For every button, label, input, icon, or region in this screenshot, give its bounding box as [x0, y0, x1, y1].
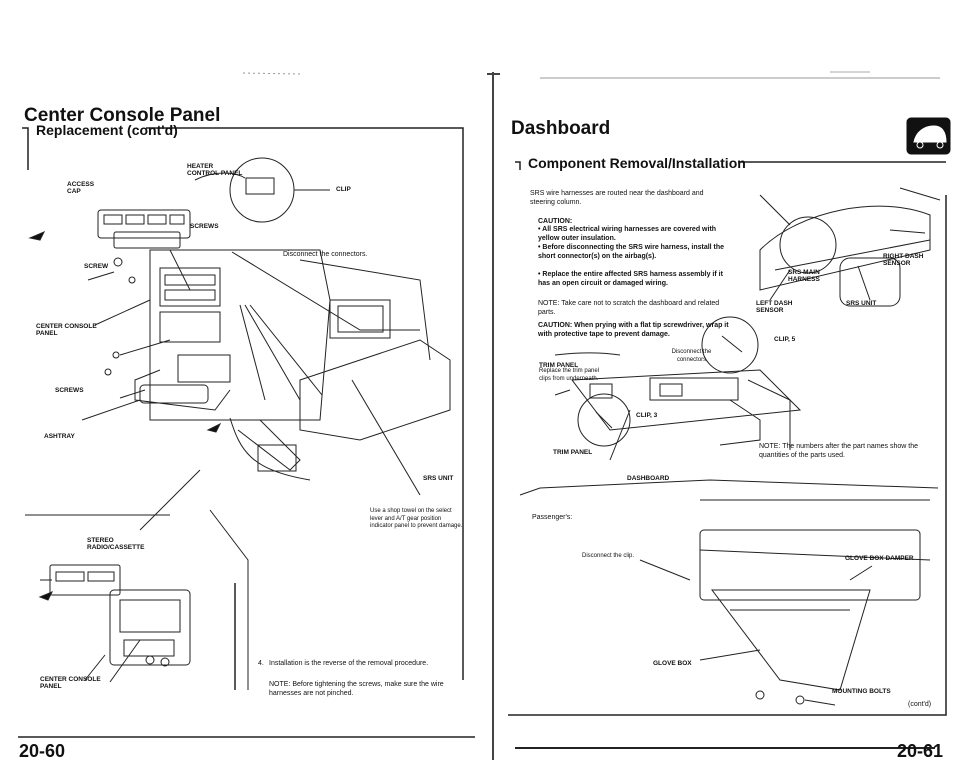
- label-center-console-panel: CENTER CONSOLE PANEL: [36, 323, 97, 338]
- label-srs-unit-left: SRS UNIT: [423, 475, 454, 482]
- console-body-illustration: [82, 250, 450, 495]
- label-srs-main-harness: SRS MAIN HARNESS: [788, 269, 820, 284]
- caution-item-3: • Replace the entire affected SRS harnes…: [538, 271, 723, 287]
- label-screws-top: SCREWS: [190, 223, 219, 230]
- section-subtitle-right: Component Removal/Installation: [528, 155, 746, 171]
- label-disconnect-clip: Disconnect the clip.: [582, 553, 635, 559]
- label-trim-panel-2: TRIM PANEL: [553, 449, 593, 456]
- label-ashtray: ASHTRAY: [44, 433, 75, 440]
- dashboard-panel-illustration: [555, 317, 800, 460]
- label-disconnect-connectors: Disconnect the connectors.: [283, 251, 368, 258]
- label-dashboard: DASHBOARD: [627, 475, 670, 482]
- label-trim-panel: TRIM PANEL: [539, 362, 579, 369]
- label-glove-box: GLOVE BOX: [653, 660, 692, 667]
- caution-title: CAUTION:: [538, 218, 573, 225]
- glove-box-illustration: [520, 480, 938, 705]
- step-4-number: 4.: [258, 660, 264, 667]
- caution-item-2: • Before disconnecting the SRS wire harn…: [538, 244, 725, 260]
- label-center-console-panel-2: CENTER CONSOLE PANEL: [40, 676, 101, 691]
- label-stereo: STEREO RADIO/CASSETTE: [87, 537, 145, 552]
- section-subtitle-left: Replacement (cont'd): [36, 122, 178, 138]
- label-right-dash-sensor: RIGHT DASH SENSOR: [883, 253, 924, 268]
- car-icon: [907, 118, 950, 154]
- label-left-dash-sensor: LEFT DASH SENSOR: [756, 300, 793, 315]
- label-screws: SCREWS: [55, 387, 84, 394]
- right-bottom-rule: [508, 195, 946, 715]
- page-number-right: 20-61: [897, 741, 944, 761]
- dashboard-illustration: [760, 188, 940, 306]
- label-screw: SCREW: [84, 263, 109, 270]
- page-title-right: Dashboard: [511, 118, 611, 139]
- label-srs-unit-right: SRS UNIT: [846, 300, 877, 307]
- caution-screwdriver: CAUTION: When prying with a flat tip scr…: [538, 322, 729, 338]
- label-mounting-bolts: MOUNTING BOLTS: [832, 688, 891, 695]
- stereo-illustration: [40, 470, 200, 682]
- label-shop-towel: Use a shop towel on the select lever and…: [370, 508, 463, 529]
- heater-control-illustration: [88, 158, 330, 290]
- label-replace-trim-clips: Replace the trim panel clips from undern…: [539, 368, 600, 382]
- label-clip-5: CLIP, 5: [774, 336, 796, 343]
- label-clip-3: CLIP, 3: [636, 412, 658, 419]
- label-glove-box-damper: GLOVE BOX DAMPER: [845, 555, 914, 562]
- intro-text: SRS wire harnesses are routed near the d…: [530, 190, 704, 206]
- label-access-cap: ACCESS CAP: [67, 181, 95, 196]
- label-clip: CLIP: [336, 186, 351, 193]
- label-contd: (cont'd): [908, 701, 932, 708]
- note-quantities: NOTE: The numbers after the part names s…: [759, 443, 919, 459]
- left-title-rule: [146, 128, 463, 680]
- caution-item-1: • All SRS electrical wiring harnesses ar…: [538, 226, 717, 242]
- label-passengers: Passenger's:: [532, 514, 573, 521]
- label-disconnect-connectors-right: Disconnect the connectors: [671, 349, 712, 363]
- page-title-left: Center Console Panel: [24, 105, 221, 126]
- step-4-text: Installation is the reverse of the remov…: [269, 660, 429, 667]
- caution-item-1-text: All SRS electrical wiring harnesses are …: [538, 226, 717, 242]
- caution-item-3-text: Replace the entire affected SRS harness …: [538, 271, 723, 287]
- note-scratch: NOTE: Take care not to scratch the dashb…: [538, 300, 720, 316]
- arrow-icon: [30, 232, 44, 240]
- page-number-left: 20-60: [19, 741, 66, 761]
- note-left: NOTE: Before tightening the screws, make…: [269, 681, 444, 697]
- caution-item-2-text: Before disconnecting the SRS wire harnes…: [538, 244, 725, 260]
- label-heater-control-panel: HEATER CONTROL PANEL: [187, 163, 243, 178]
